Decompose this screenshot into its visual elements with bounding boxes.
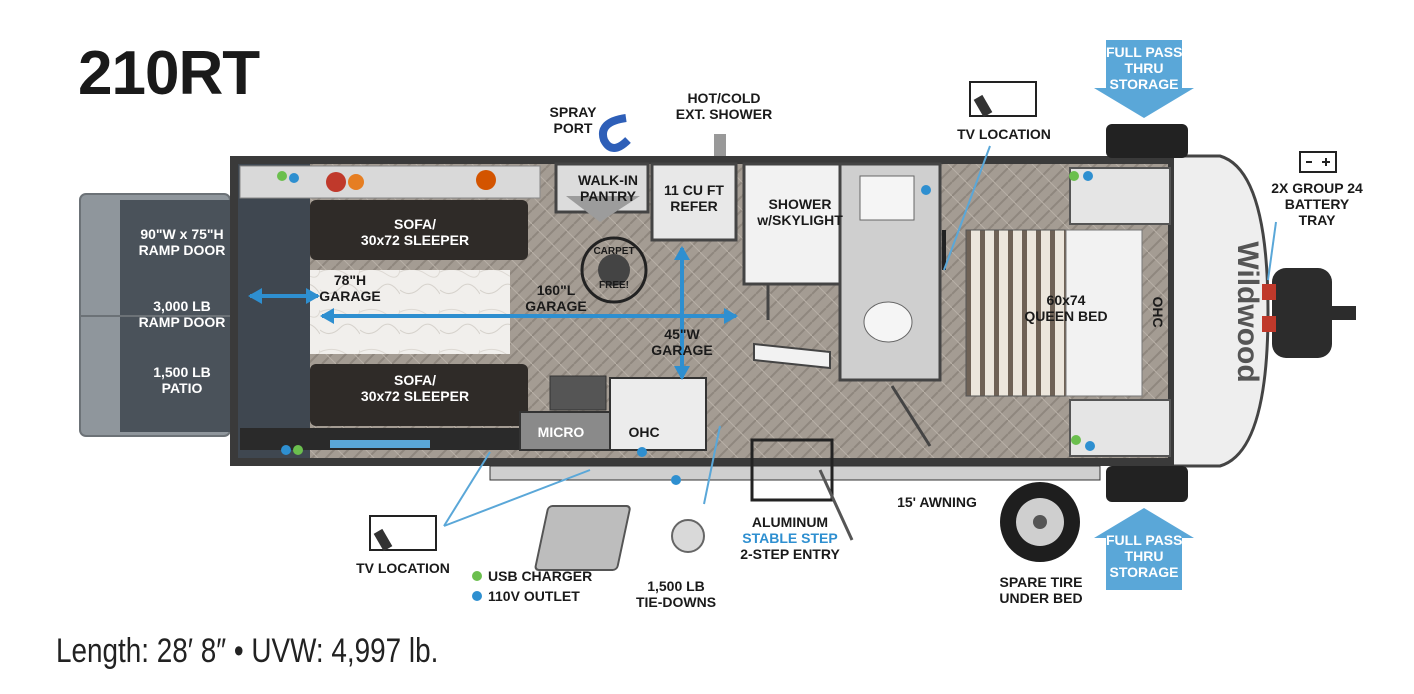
- specs-footer: Length: 28′ 8″ • UVW: 4,997 lb.: [56, 632, 439, 670]
- legend-outlet: 110V OUTLET: [472, 588, 580, 604]
- queen-bed: [965, 229, 1067, 397]
- ohc-kitchen-label: OHC: [628, 424, 660, 440]
- usb-charger-dot: [472, 571, 482, 581]
- full-pass-arrow-top: [1094, 40, 1194, 118]
- brand-logo: Wildwood: [1231, 241, 1264, 382]
- carpet-free-badge: [580, 236, 648, 304]
- model-title: 210RT: [78, 39, 260, 108]
- front-cap: [1168, 154, 1270, 468]
- awning-rail: [489, 465, 1101, 481]
- tv-icon-bottom: [369, 515, 437, 552]
- garage-table: [310, 270, 510, 354]
- storage-top: [1106, 124, 1188, 158]
- microwave: [519, 411, 611, 451]
- legend-usb-label: USB CHARGER: [488, 568, 593, 584]
- sofa-top-label: SOFA/30x72 SLEEPER: [360, 216, 470, 248]
- battery-icon: [1299, 151, 1337, 173]
- legend-outlet-label: 110V OUTLET: [488, 588, 580, 604]
- ohc-front-label: OHC: [1150, 296, 1166, 328]
- legend-usb: USB CHARGER: [472, 568, 592, 584]
- ext-shower-fixture: [714, 134, 726, 156]
- sofa-top: [310, 200, 528, 260]
- toilet: [863, 301, 913, 343]
- tie-down-icon: [534, 505, 705, 571]
- shower: [742, 162, 842, 286]
- awning-label: 15' AWNING: [897, 494, 977, 510]
- hitch-jack: [1272, 268, 1332, 358]
- sofa-bottom-label: SOFA/30x72 SLEEPER: [360, 372, 470, 404]
- full-pass-arrow-bottom: [1094, 508, 1194, 590]
- tv-location-bottom-label: TV LOCATION: [356, 560, 450, 576]
- outlet-dot: [472, 591, 482, 601]
- kitchen-cabinet: [609, 377, 707, 451]
- sofa-bottom: [310, 364, 528, 426]
- micro-label: MICRO: [537, 424, 585, 440]
- storage-bottom: [1106, 466, 1188, 502]
- tv-location-top-label: TV LOCATION: [957, 126, 1051, 142]
- wardrobe-bottom: [1069, 399, 1171, 457]
- spare-tire-icon: [1000, 482, 1080, 562]
- entry-step: [750, 438, 834, 502]
- spray-port-hose: [599, 114, 631, 152]
- tv-icon-top: [969, 81, 1037, 118]
- refrigerator: [650, 162, 738, 242]
